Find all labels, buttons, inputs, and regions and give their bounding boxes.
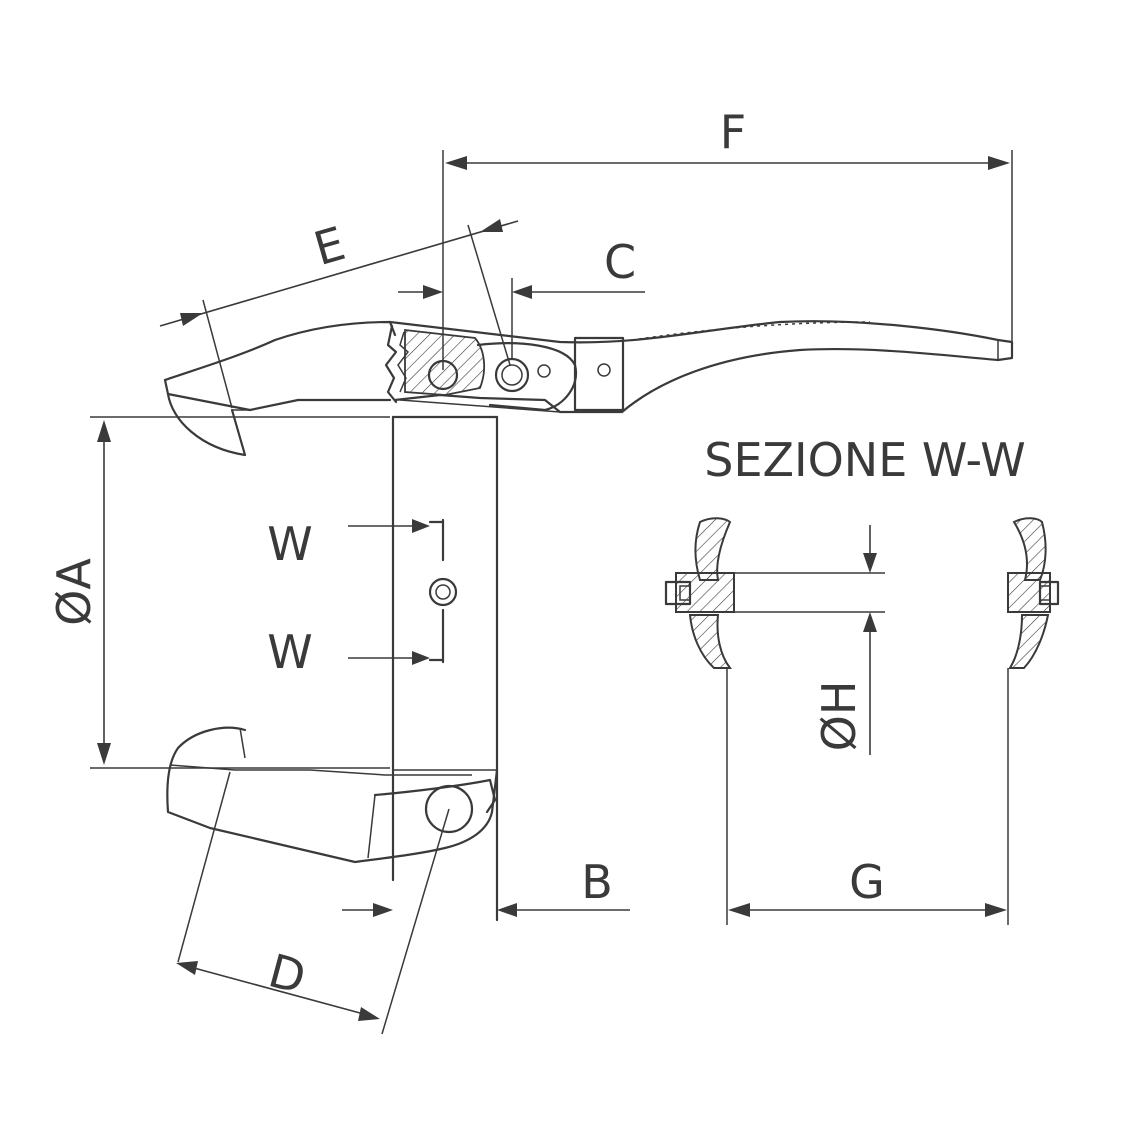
label-dim-d: D [263,943,311,1004]
dimension-a [90,416,390,769]
label-dim-g: G [849,855,885,909]
label-w-top: W [267,517,312,571]
label-dim-h: ØH [812,681,866,752]
label-dim-b: B [581,855,613,909]
dimension-g [726,668,1009,925]
dimension-h [734,525,885,755]
dimension-b [342,903,630,917]
dimension-f [442,150,1013,370]
section-left-profile [664,517,735,669]
lower-lever [166,726,499,864]
section-marker [348,518,458,665]
section-title: SEZIONE W-W [704,433,1025,487]
dimension-c [398,278,645,360]
label-dim-a: ØA [47,558,101,626]
label-dim-e: E [308,216,351,276]
section-right-profile [1007,517,1060,669]
frame-profile [391,415,499,922]
label-w-bottom: W [267,625,312,679]
label-dim-c: C [604,235,636,289]
label-dim-f: F [720,105,746,159]
dimension-d [176,771,450,1035]
dimension-e [159,219,519,409]
